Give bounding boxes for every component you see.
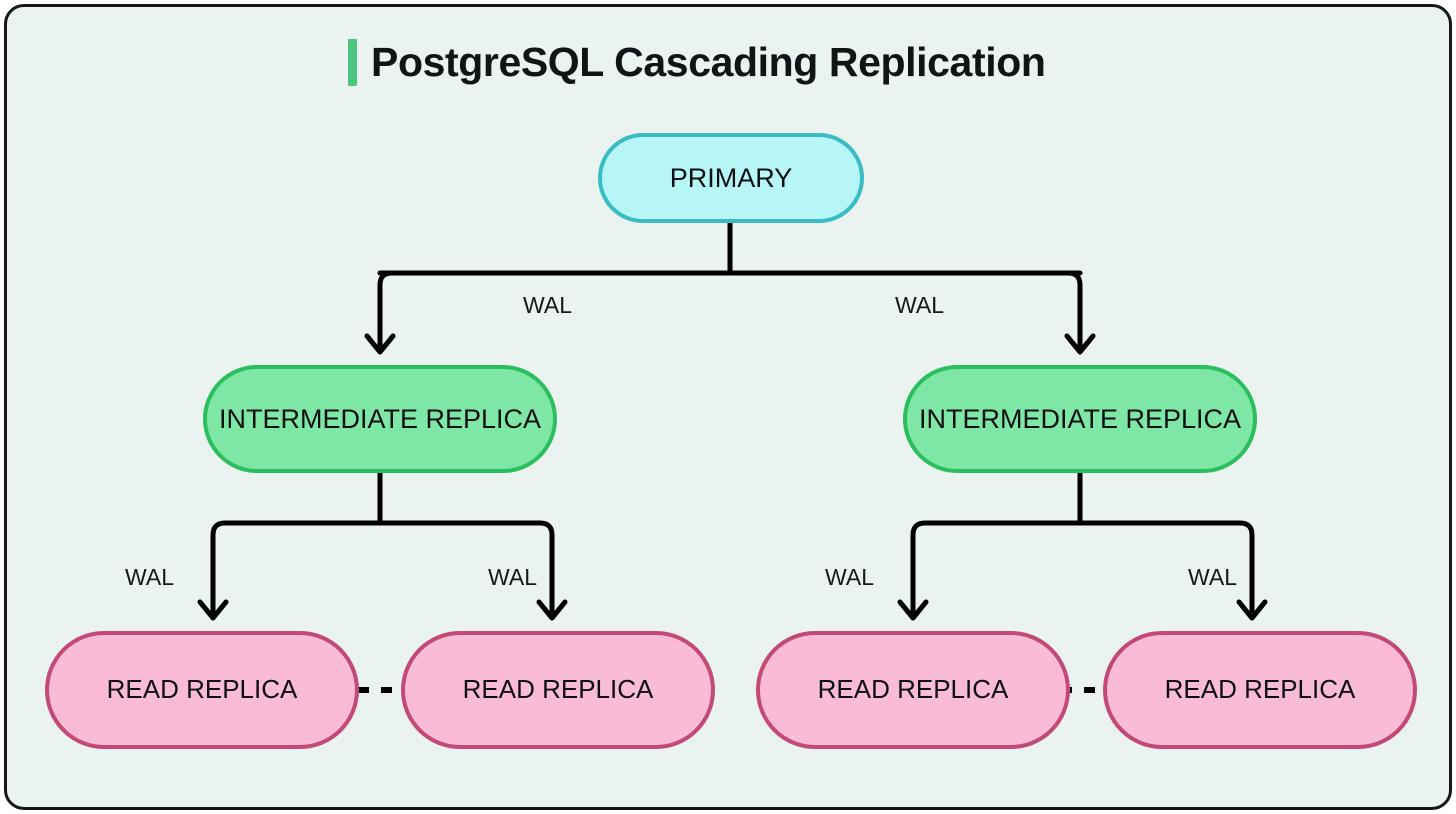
edge-right-to-read3 (910, 520, 1083, 614)
node-intermediate-right-label: INTERMEDIATE REPLICA (918, 403, 1242, 434)
wal-label-right-read3: WAL (825, 564, 874, 590)
wal-label-left-read2: WAL (488, 564, 537, 590)
arrowhead-primary-right (1064, 333, 1096, 355)
node-read-replica-4-label: READ REPLICA (1164, 674, 1356, 705)
node-intermediate-left[interactable]: INTERMEDIATE REPLICA (203, 365, 557, 473)
node-read-replica-4[interactable]: READ REPLICA (1103, 631, 1417, 749)
node-read-replica-1[interactable]: READ REPLICA (45, 631, 359, 749)
wal-label-right-read4: WAL (1188, 564, 1237, 590)
arrowhead-read1 (197, 599, 229, 621)
arrowhead-read4 (1236, 599, 1268, 621)
node-read-replica-3-label: READ REPLICA (817, 674, 1009, 705)
node-read-replica-2-label: READ REPLICA (462, 674, 654, 705)
node-intermediate-left-label: INTERMEDIATE REPLICA (218, 403, 542, 434)
node-read-replica-1-label: READ REPLICA (106, 674, 298, 705)
wal-label-primary-left: WAL (523, 292, 572, 318)
node-intermediate-right[interactable]: INTERMEDIATE REPLICA (903, 365, 1257, 473)
arrowhead-primary-left (364, 333, 396, 355)
arrowhead-read2 (536, 599, 568, 621)
edge-left-to-read1 (210, 520, 383, 614)
node-primary[interactable]: PRIMARY (598, 133, 864, 223)
arrowhead-read3 (897, 599, 929, 621)
node-read-replica-3[interactable]: READ REPLICA (756, 631, 1070, 749)
wal-label-left-read1: WAL (125, 564, 174, 590)
title-label: PostgreSQL Cascading Replication (371, 38, 1046, 85)
node-read-replica-2[interactable]: READ REPLICA (401, 631, 715, 749)
page-title: PostgreSQL Cascading Replication (348, 31, 1046, 93)
diagram-card: PostgreSQL Cascading Replication (4, 4, 1452, 810)
wal-label-primary-right: WAL (895, 292, 944, 318)
node-primary-label: PRIMARY (669, 162, 793, 193)
title-accent-bar (348, 38, 357, 86)
